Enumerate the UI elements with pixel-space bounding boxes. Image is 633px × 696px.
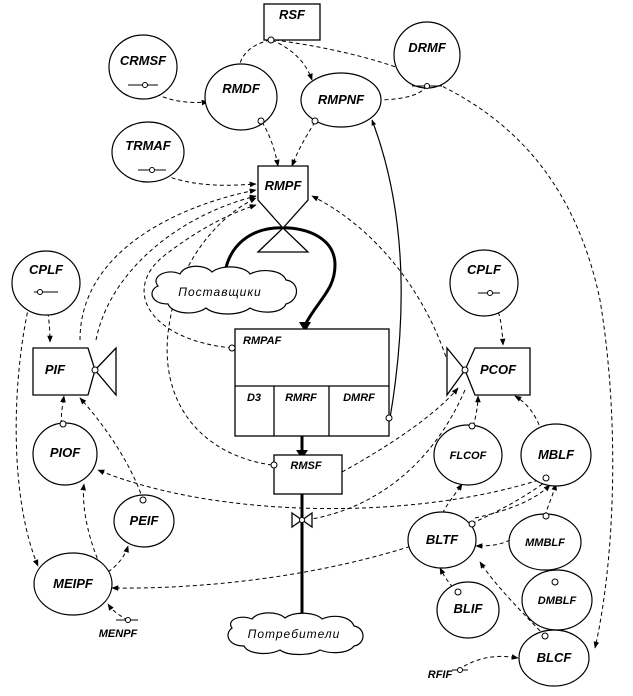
node-piof-label: PIOF <box>50 445 81 460</box>
node-crmsf-label: CRMSF <box>120 53 167 68</box>
node-rmsf[interactable]: RMSF <box>270 454 343 495</box>
node-cplf-right-label: CPLF <box>467 262 502 277</box>
node-peif-label: PEIF <box>130 513 160 528</box>
node-rfif-label: RFIF <box>428 669 453 681</box>
node-blif-label: BLIF <box>454 601 484 616</box>
node-rmpf[interactable]: RMPF <box>256 165 310 253</box>
node-drmf-label: DRMF <box>408 40 447 55</box>
node-menpf-label: MENPF <box>99 628 138 640</box>
node-rmsf-label: RMSF <box>290 460 321 472</box>
node-bltf-label: BLTF <box>426 532 459 547</box>
node-rmdf-label: RMDF <box>222 81 261 96</box>
node-rsf[interactable]: RSF <box>263 3 321 44</box>
node-blif[interactable]: BLIF <box>436 581 500 639</box>
node-mmblf[interactable]: MMBLF <box>508 512 582 571</box>
node-bltf[interactable]: BLTF <box>407 511 477 569</box>
node-pif[interactable]: PIF <box>32 346 117 397</box>
cloud-suppliers: Поставщики <box>151 265 298 315</box>
node-rmpf-label: RMPF <box>265 178 303 193</box>
node-drmf[interactable]: DRMF <box>393 21 461 89</box>
node-flcof-label: FLCOF <box>450 450 487 462</box>
node-blcf-label: BLCF <box>537 650 573 665</box>
node-meipf-label: MEIPF <box>53 576 94 591</box>
cloud-consumers-label: Потребители <box>248 627 341 641</box>
node-meipf[interactable]: MEIPF <box>33 552 113 616</box>
node-crmsf[interactable]: CRMSF <box>108 34 178 100</box>
node-rmrf-label: RMRF <box>285 392 317 404</box>
node-cplf-left[interactable]: CPLF <box>11 250 81 316</box>
node-dmblf-label: DMBLF <box>538 595 577 607</box>
node-flcof[interactable]: FLCOF <box>433 422 503 486</box>
node-rmpnf-label: RMPNF <box>318 92 365 107</box>
node-d3-label: D3 <box>247 392 261 404</box>
cloud-suppliers-label: Поставщики <box>178 285 261 299</box>
node-pcof[interactable]: PCOF <box>446 346 531 398</box>
node-blcf[interactable]: BLCF <box>518 629 590 687</box>
node-rmpaf[interactable]: RMPAF D3 RMRF DMRF <box>228 328 393 437</box>
node-pcof-label: PCOF <box>480 362 517 377</box>
node-mblf-label: MBLF <box>538 447 575 462</box>
node-trmaf[interactable]: TRMAF <box>111 121 185 183</box>
node-rmpaf-label: RMPAF <box>243 335 282 347</box>
node-rmdf[interactable]: RMDF <box>204 63 278 131</box>
valve-icon <box>291 511 313 529</box>
node-rfif[interactable]: RFIF <box>428 667 468 682</box>
node-piof[interactable]: PIOF <box>32 420 98 486</box>
node-menpf[interactable]: MENPF <box>99 617 138 641</box>
node-rmpnf[interactable]: RMPNF <box>300 72 382 128</box>
node-mblf[interactable]: MBLF <box>520 423 592 487</box>
node-dmblf[interactable]: DMBLF <box>521 569 593 631</box>
node-cplf-left-label: CPLF <box>29 262 64 277</box>
node-trmaf-label: TRMAF <box>125 138 172 153</box>
cloud-consumers: Потребители <box>227 612 364 656</box>
node-dmrf-label: DMRF <box>343 392 375 404</box>
node-mmblf-label: MMBLF <box>525 537 565 549</box>
node-rsf-label: RSF <box>279 7 306 22</box>
node-cplf-right[interactable]: CPLF <box>449 249 519 317</box>
node-pif-label: PIF <box>45 362 66 377</box>
node-peif[interactable]: PEIF <box>113 494 175 548</box>
